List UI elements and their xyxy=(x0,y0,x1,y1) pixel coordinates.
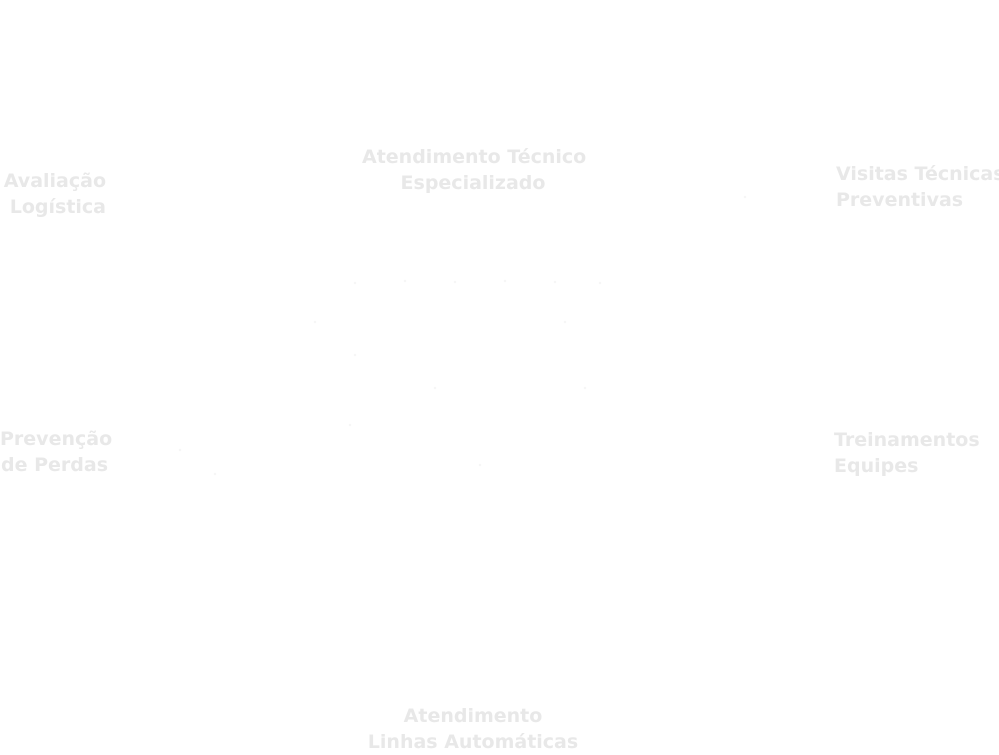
faint-dot xyxy=(213,472,217,476)
faint-dot xyxy=(353,281,357,285)
faint-dot xyxy=(348,423,352,427)
faint-dot xyxy=(453,280,457,284)
node-label-line: Especializado xyxy=(400,172,546,194)
node-prevencao-perdas: Prevenção de Perdas xyxy=(0,426,113,478)
faint-dot xyxy=(433,386,437,390)
node-atendimento-tecnico: Atendimento Técnico Especializado xyxy=(362,144,587,196)
faint-dot xyxy=(353,353,357,357)
node-label-line: Atendimento xyxy=(403,705,543,727)
faint-dot xyxy=(478,463,482,467)
node-label-line: Preventivas xyxy=(836,189,964,211)
faint-dot xyxy=(743,195,747,199)
node-linhas-automaticas: Atendimento Linhas Automáticas xyxy=(362,703,584,755)
node-label-line: Logística xyxy=(9,196,106,218)
faint-dot xyxy=(403,279,407,283)
faint-dot xyxy=(583,386,587,390)
node-label-line: Equipes xyxy=(834,455,919,477)
faint-dot xyxy=(503,279,507,283)
node-treinamentos-equipes: Treinamentos Equipes xyxy=(834,427,994,479)
faint-dot xyxy=(598,281,602,285)
node-visitas-tecnicas: Visitas Técnicas Preventivas xyxy=(836,161,999,213)
node-label-line: Linhas Automáticas xyxy=(367,731,579,753)
node-label-line: Treinamentos xyxy=(834,429,980,451)
node-label-line: Atendimento Técnico xyxy=(362,146,587,168)
faint-dot xyxy=(563,320,567,324)
node-label-line: Avaliação xyxy=(3,170,106,192)
faint-dot xyxy=(313,320,317,324)
faint-dot xyxy=(178,448,182,452)
node-label-line: de Perdas xyxy=(0,454,108,476)
node-label-line: Visitas Técnicas xyxy=(836,163,999,185)
node-avaliacao-logistica: Avaliação Logística xyxy=(0,168,106,220)
node-label-line: Prevenção xyxy=(0,428,113,450)
faint-dot xyxy=(553,280,557,284)
